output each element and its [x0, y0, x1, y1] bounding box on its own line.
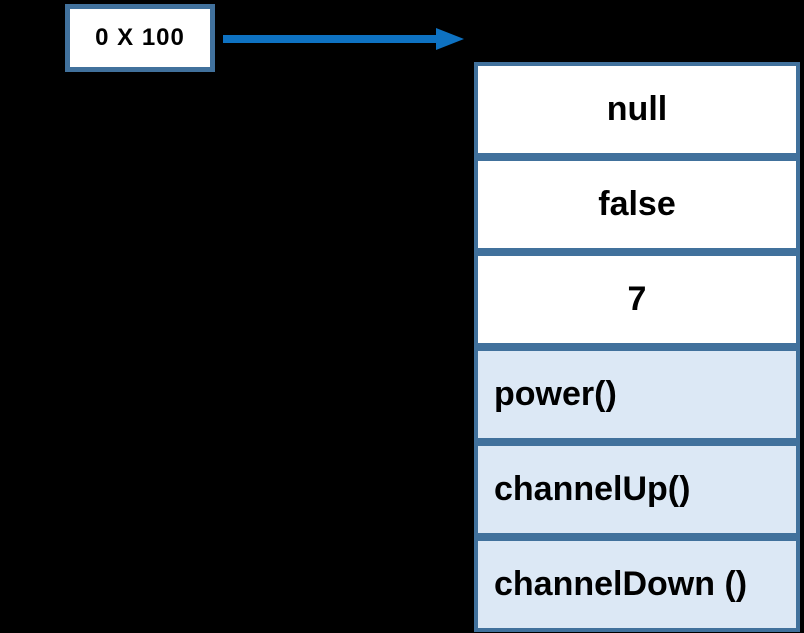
object-row-false: false — [474, 157, 800, 252]
object-row-channelup: channelUp() — [474, 442, 800, 537]
variable-box: 0 X 100 — [65, 4, 215, 72]
row-label: null — [606, 90, 668, 128]
variable-label: 0 X 100 — [95, 24, 185, 51]
row-label: channelDown () — [494, 565, 748, 603]
arrow-right-icon — [223, 28, 464, 50]
row-label: power() — [494, 375, 617, 413]
row-label: false — [598, 185, 676, 223]
row-label: channelUp() — [494, 470, 691, 508]
object-row-null: null — [474, 62, 800, 157]
object-row-power: power() — [474, 347, 800, 442]
row-label: 7 — [627, 280, 647, 318]
object-row-7: 7 — [474, 252, 800, 347]
object-box: null false 7 power() channelUp() channel… — [474, 62, 800, 632]
object-row-channeldown: channelDown () — [474, 537, 800, 632]
